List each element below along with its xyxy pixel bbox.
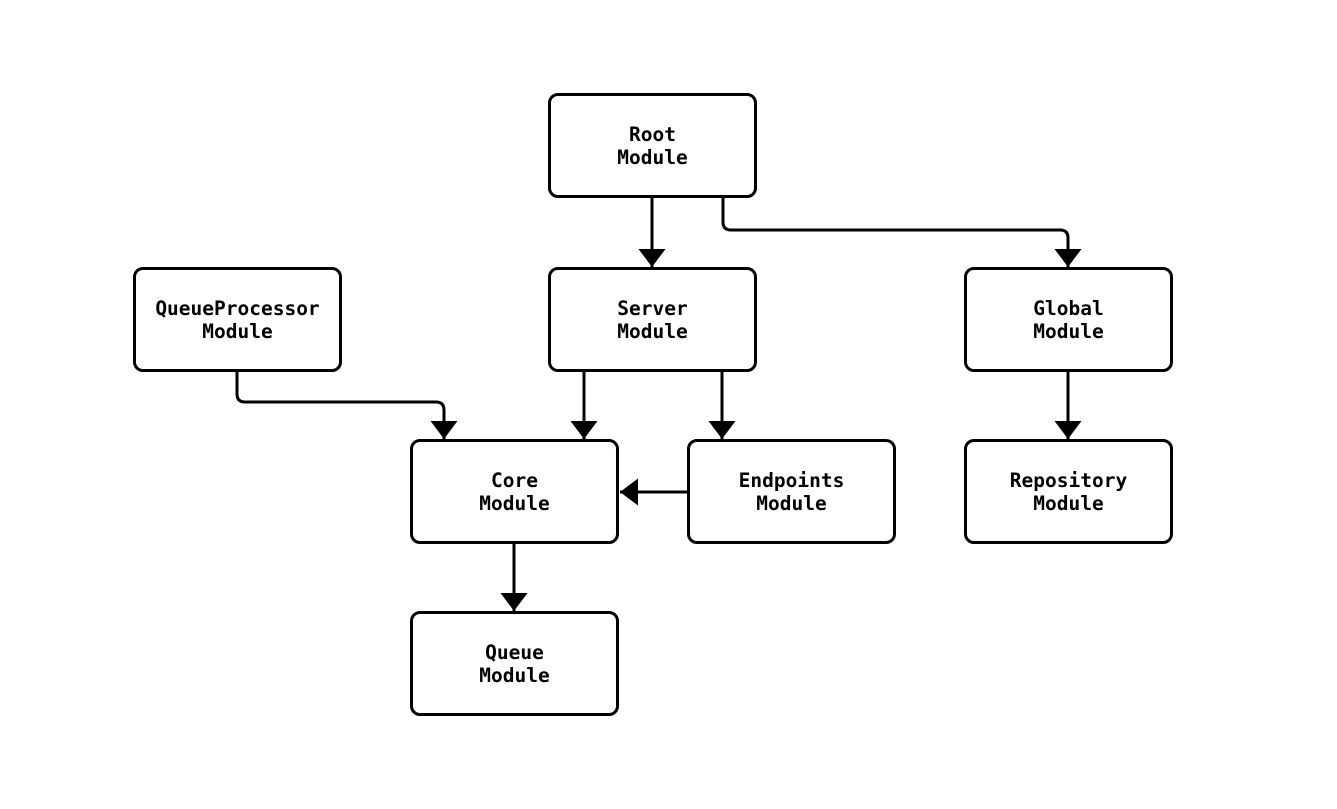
node-repository-module: Repository Module [964,439,1173,544]
node-label-line2: Module [1033,491,1104,515]
node-label-line1: Endpoints [738,468,845,492]
edge-group [235,198,1082,611]
edge-queueprocessor-core [235,372,458,439]
node-core-module: Core Module [410,439,619,544]
node-label-line1: Repository [1009,468,1128,492]
node-label-line2: Module [756,491,827,515]
node-root-module: Root Module [548,93,757,198]
node-label-line1: Core [491,468,538,492]
node-label-line2: Module [617,145,688,169]
node-queueprocessor-module: QueueProcessor Module [133,267,342,372]
edge-root-global [721,198,1082,267]
node-label-line1: Root [629,122,676,146]
node-label-line2: Module [1033,319,1104,343]
node-label-line1: Server [617,296,688,320]
node-label-line2: Module [617,319,688,343]
node-label-line1: Global [1033,296,1104,320]
node-server-module: Server Module [548,267,757,372]
node-queue-module: Queue Module [410,611,619,716]
node-label-line2: Module [479,663,550,687]
node-label-line2: Module [202,319,273,343]
node-label-line1: QueueProcessor [155,296,320,320]
node-endpoints-module: Endpoints Module [687,439,896,544]
node-label-line2: Module [479,491,550,515]
node-label-line1: Queue [485,640,544,664]
node-global-module: Global Module [964,267,1173,372]
